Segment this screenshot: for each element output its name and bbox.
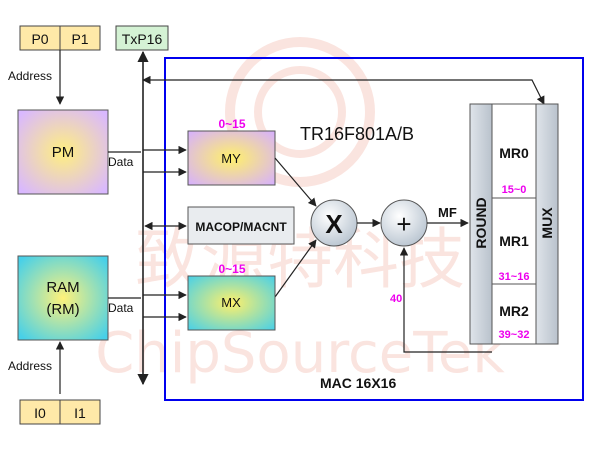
pointer-i0: I0 [34,405,46,421]
txp16-label: TxP16 [122,31,163,47]
mr-register-group [491,103,537,345]
round-label: ROUND [473,197,489,248]
txp16-box [115,25,169,51]
ram-label-line2: (RM) [46,301,79,318]
mac-caption: MAC 16X16 [320,375,396,391]
my-register [187,130,276,186]
pointer-i1: I1 [74,405,86,421]
watermark: 致源特科技 ChipSourceTek [95,37,505,386]
mr2-label: MR2 [499,303,529,319]
mr2-range: 39~32 [499,329,530,341]
my-label: MY [221,151,241,166]
mx-register [187,275,276,331]
mux-stage [535,103,559,345]
adder-symbol: + [396,209,411,239]
address-label-bottom: Address [8,359,52,373]
mx-to-multiplier-arrow [274,239,317,298]
ram-label-line1: RAM [46,279,79,296]
pm-block [17,109,109,195]
mx-label: MX [221,295,241,310]
mux-label: MUX [539,207,555,239]
my-to-multiplier-arrow [274,157,317,207]
feedback-arrow [399,247,492,353]
feedback-width: 40 [390,293,402,305]
mr1-label: MR1 [499,233,529,249]
mr0-range: 15~0 [502,184,527,196]
macop-macnt-label: MACOP/MACNT [195,220,287,234]
bus-to-mux-arrow [142,75,545,105]
mr1-range: 31~16 [499,271,530,283]
pointer-p1: P1 [71,31,88,47]
pointer-p0: P0 [31,31,48,47]
ram-block [17,255,109,341]
pointer-p: P0 P1 [19,25,101,51]
mf-label: MF [438,205,457,220]
data-label-mx: Data [108,301,134,315]
mr0-label: MR0 [499,145,529,161]
mx-range: 0~15 [218,262,245,276]
pointer-i: I0 I1 [19,399,101,425]
multiplier-symbol: X [325,209,343,239]
pm-label: PM [52,144,75,161]
chip-title: TR16F801A/B [300,124,414,144]
my-range: 0~15 [218,117,245,131]
macop-macnt-block [187,206,295,245]
data-label-my: Data [108,155,134,169]
watermark-english: ChipSourceTek [95,321,505,386]
address-label-top: Address [8,69,52,83]
